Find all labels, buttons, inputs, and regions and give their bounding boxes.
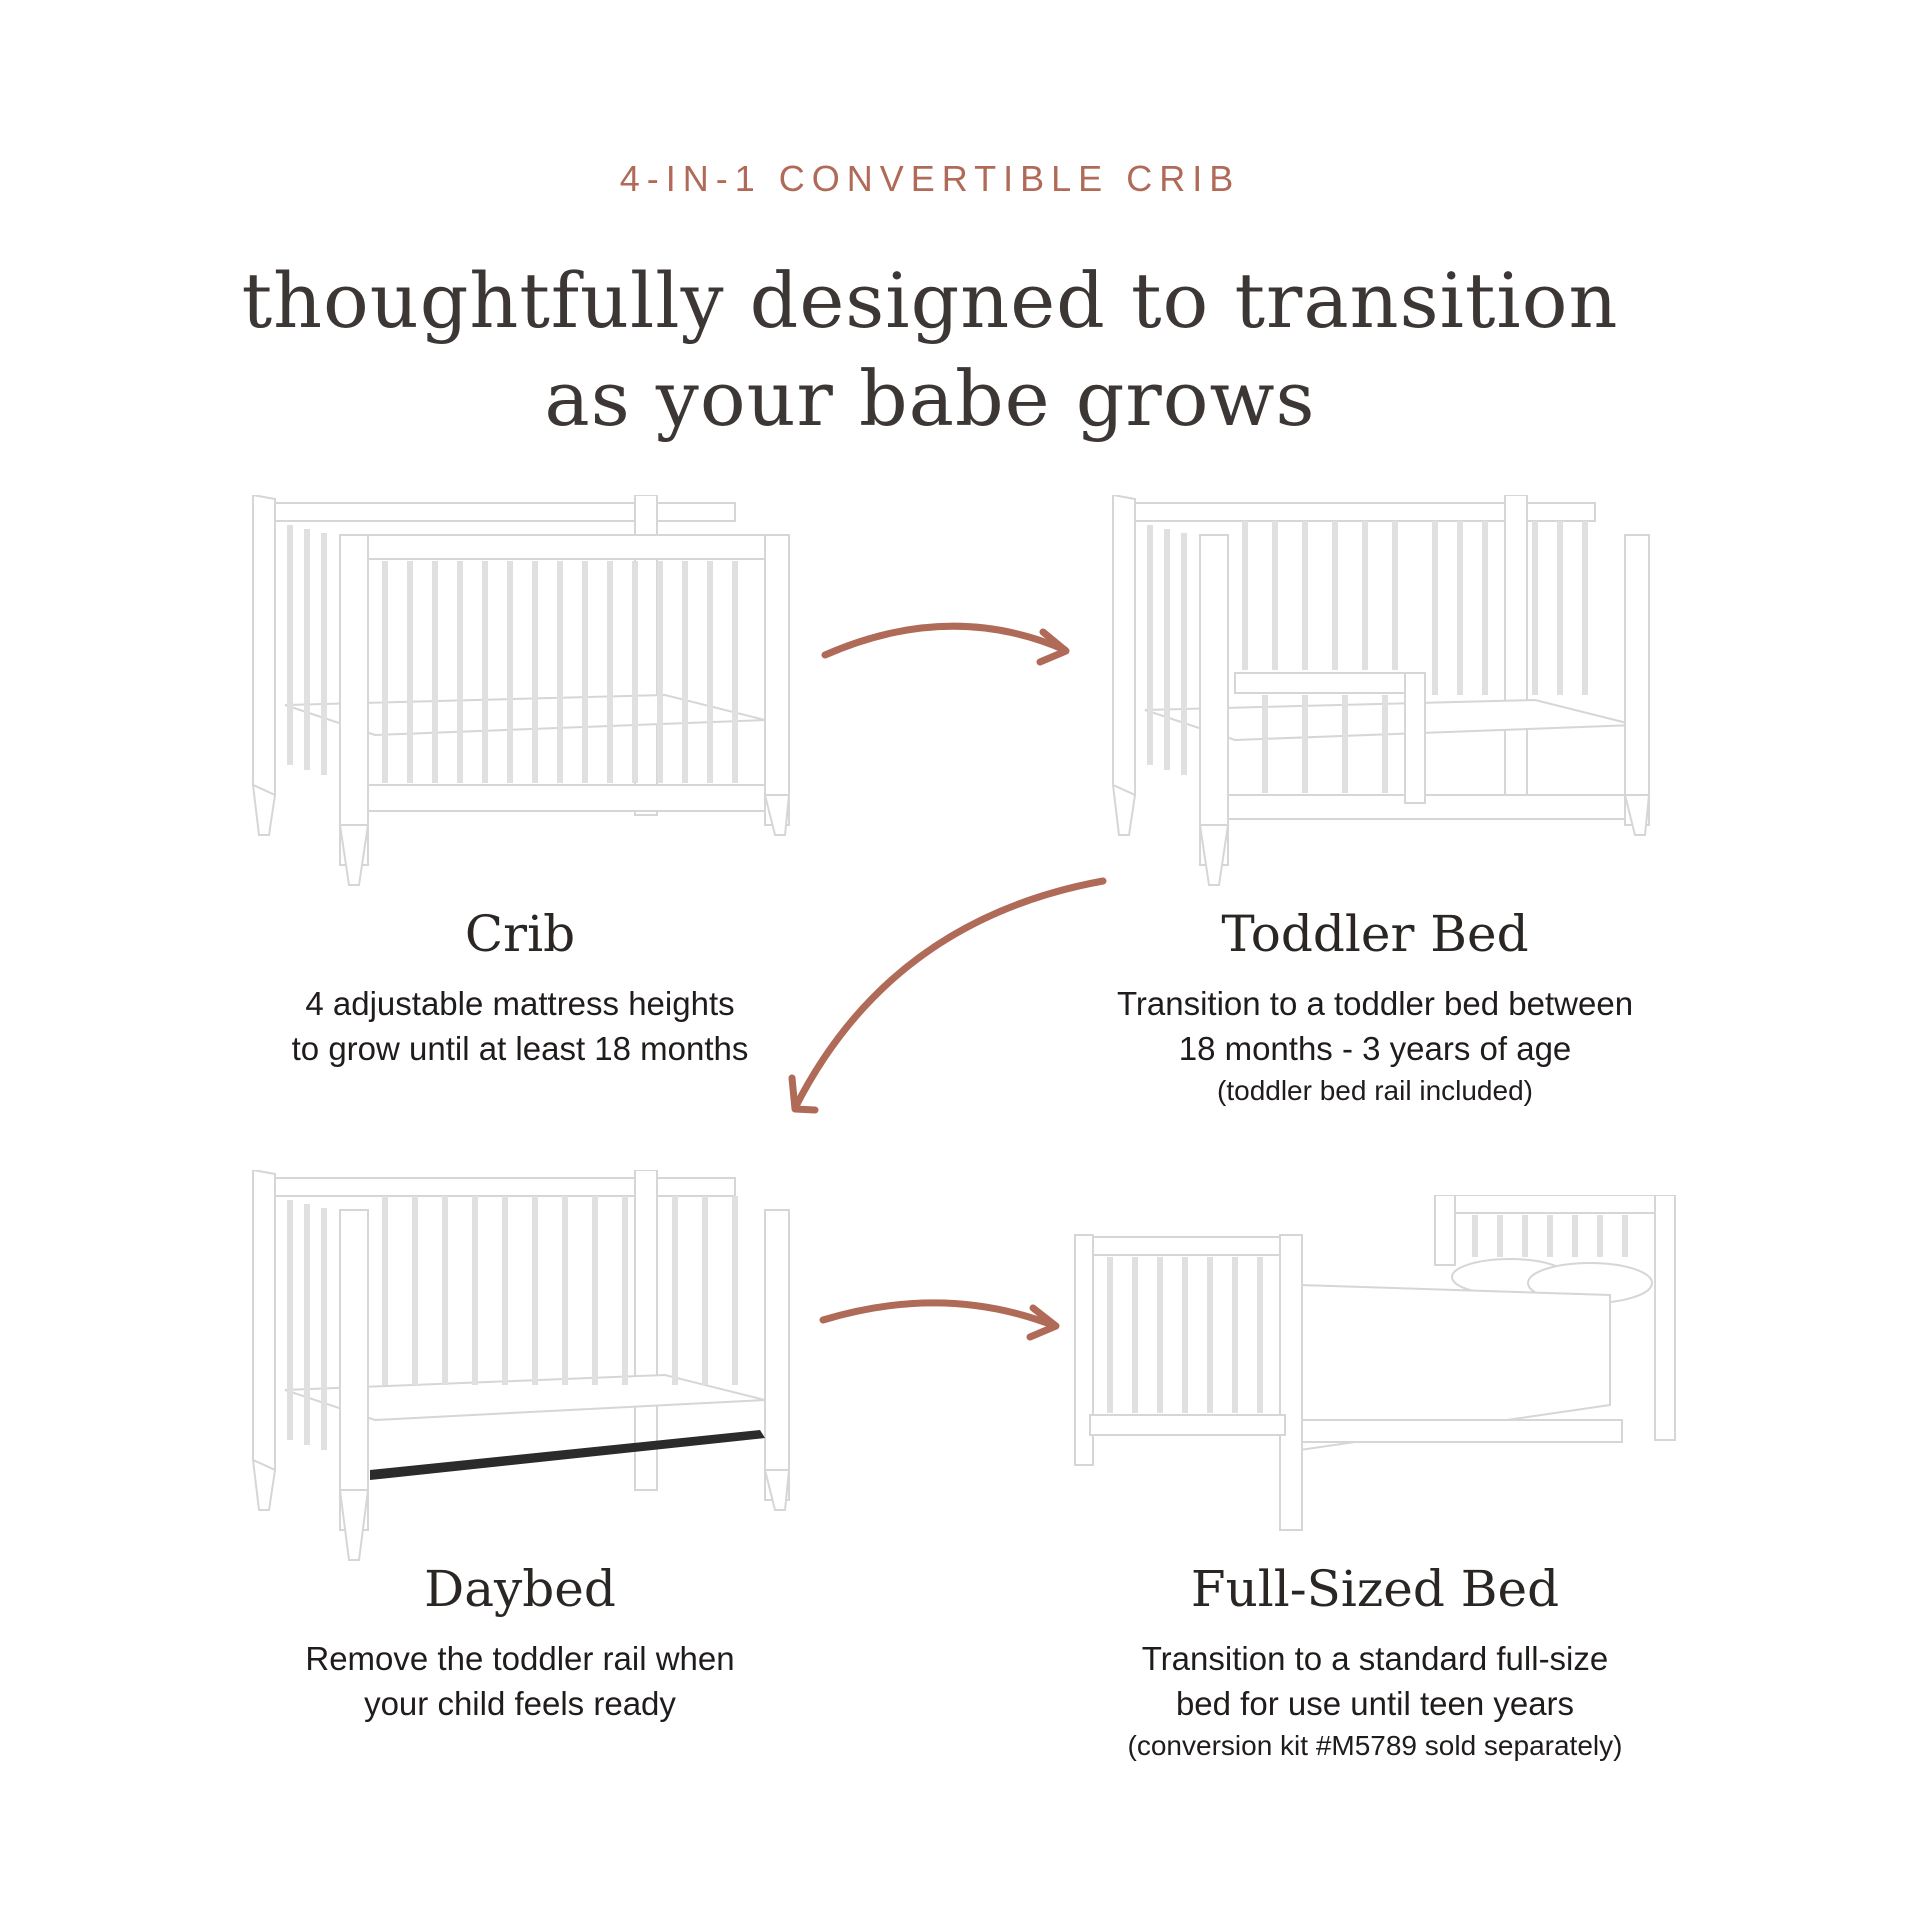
stage-daybed: Daybed Remove the toddler rail when your…: [185, 1560, 855, 1726]
full-sized-bed-image: [1074, 1195, 1676, 1531]
stage-title: Full-Sized Bed: [1190, 1560, 1560, 1618]
stage-title: Toddler Bed: [1221, 905, 1529, 963]
headline-line-1: thoughtfully designed to transition: [241, 256, 1619, 345]
stage-full-sized-bed: Full-Sized Bed Transition to a standard …: [1040, 1560, 1710, 1766]
stage-description-line-2: your child feels ready: [364, 1685, 676, 1722]
stage-title: Daybed: [424, 1560, 616, 1618]
toddler-bed-image: [1111, 495, 1651, 886]
crib-image: [251, 495, 791, 886]
daybed-image: [251, 1170, 791, 1561]
eyebrow-label: 4-IN-1 CONVERTIBLE CRIB: [619, 158, 1241, 199]
stage-description-line-1: 4 adjustable mattress heights: [305, 985, 735, 1022]
headline-line-2: as your babe grows: [544, 354, 1316, 443]
stage-description-line-2: to grow until at least 18 months: [291, 1030, 749, 1067]
stage-description-line-1: Remove the toddler rail when: [305, 1640, 735, 1677]
stage-note: (conversion kit #M5789 sold separately): [1127, 1730, 1623, 1761]
page-headline: thoughtfully designed to transition as y…: [0, 252, 1860, 448]
stage-description-line-2: bed for use until teen years: [1175, 1685, 1575, 1722]
stage-toddler-bed: Toddler Bed Transition to a toddler bed …: [1040, 905, 1710, 1111]
stage-description-line-1: Transition to a standard full-size: [1141, 1640, 1609, 1677]
stage-description-line-1: Transition to a toddler bed between: [1116, 985, 1634, 1022]
stage-crib: Crib 4 adjustable mattress heights to gr…: [185, 905, 855, 1071]
stage-title: Crib: [464, 905, 576, 963]
stage-description-line-2: 18 months - 3 years of age: [1178, 1030, 1572, 1067]
stage-note: (toddler bed rail included): [1217, 1075, 1533, 1106]
